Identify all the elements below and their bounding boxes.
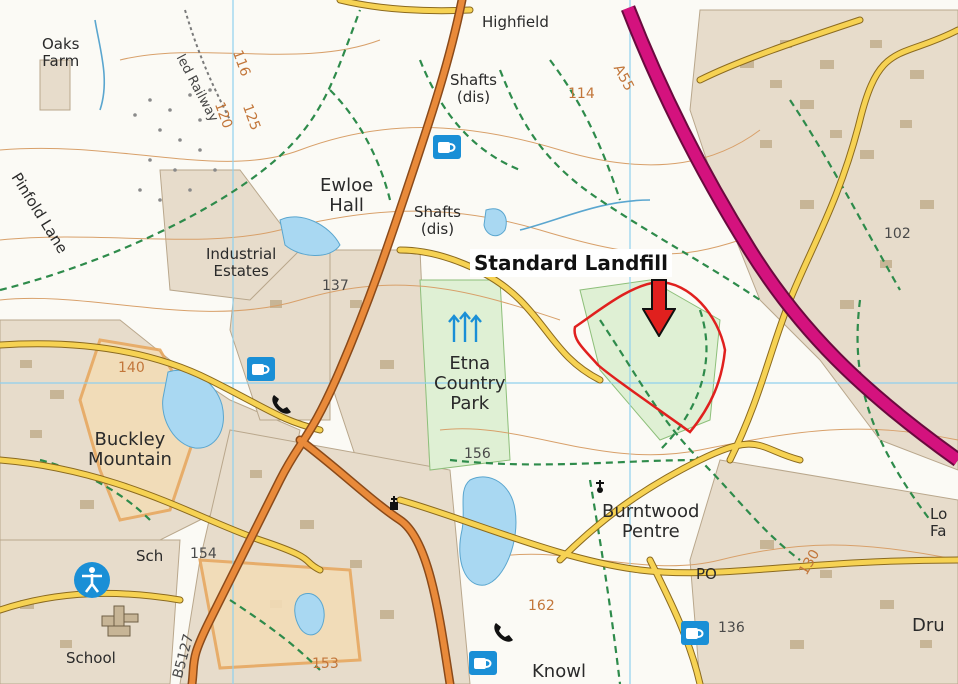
place-label-shafts-dis-north: Shafts (dis)	[450, 71, 497, 106]
place-label-ewloe-hall: Ewloe Hall	[320, 175, 374, 216]
telephone-icon[interactable]	[490, 620, 516, 646]
spot-height-156: 156	[464, 446, 491, 462]
place-label-burntwood-pentre: Burntwood Pentre	[602, 501, 700, 542]
place-label-highfield: Highfield	[482, 13, 549, 31]
spot-height-140: 140	[118, 360, 145, 376]
a55-motorway	[621, 5, 958, 467]
place-label-etna-country-park: Etna Country Park	[434, 353, 506, 414]
sports-centre-icon[interactable]	[72, 560, 112, 600]
place-label-oaks-farm: Oaks Farm	[42, 35, 80, 70]
place-label-po: PO	[696, 565, 717, 583]
picnic-site-icon[interactable]	[446, 310, 484, 344]
place-label-knowl: Knowl	[532, 661, 586, 682]
spot-height-102: 102	[884, 226, 911, 242]
place-label-shafts-dis-south: Shafts (dis)	[414, 203, 461, 238]
place-label-school: School	[66, 649, 116, 667]
building-blocks	[20, 40, 934, 649]
woodland	[419, 279, 721, 471]
b-roads-fill	[189, 0, 465, 684]
spot-height-136: 136	[718, 620, 745, 636]
cafe-icon[interactable]	[680, 620, 710, 646]
cafe-icon[interactable]	[432, 134, 462, 160]
place-of-worship-icon	[390, 496, 398, 510]
landfill-outline	[573, 280, 727, 434]
streams	[94, 19, 651, 231]
spot-height-114: 114	[568, 86, 595, 102]
contour-value-162: 162	[528, 598, 555, 614]
place-label-lo-fa: Lo Fa	[930, 505, 948, 540]
place-label-dru: Dru	[912, 615, 945, 636]
spot-height-137: 137	[322, 278, 349, 294]
place-label-sch: Sch	[136, 547, 164, 565]
cafe-icon[interactable]	[246, 356, 276, 382]
school-buildings	[101, 605, 139, 637]
place-label-industrial-estates: Industrial Estates	[206, 245, 277, 280]
place-label-buckley-mountain: Buckley Mountain	[88, 429, 172, 470]
landfill-arrow-icon	[642, 279, 676, 337]
telephone-icon[interactable]	[268, 392, 294, 418]
place-of-worship-icon	[596, 480, 604, 493]
contour-value-153: 153	[312, 656, 339, 672]
landfill-callout-label: Standard Landfill	[470, 249, 672, 277]
rough-ground	[133, 88, 217, 202]
cafe-icon[interactable]	[468, 650, 498, 676]
spot-height-154: 154	[190, 546, 217, 562]
dismantled-railway-line	[184, 9, 231, 121]
